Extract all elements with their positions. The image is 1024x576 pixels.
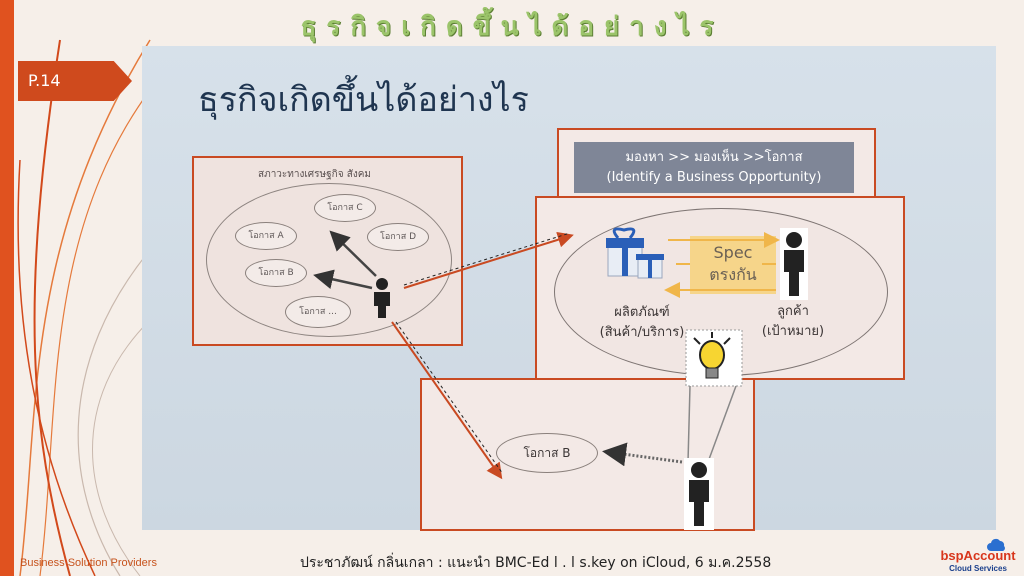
arrow-to-opportunity-panel	[391, 321, 503, 480]
gift-icon	[606, 227, 664, 279]
spec-match-label: ตรงกัน	[709, 265, 757, 284]
identify-line2: (Identify a Business Opportunity)	[606, 170, 822, 185]
header-title: ธุรกิจเกิดขึ้นได้อย่างไร	[300, 12, 724, 42]
economy-ellipse	[206, 183, 452, 337]
opportunity-b-found: โอกาส B	[496, 433, 598, 473]
arrow-to-product-panel	[403, 231, 574, 289]
cloud-icon	[987, 538, 1005, 551]
arrow-dash-overlay-2	[395, 321, 504, 475]
opportunity-c: โอกาส C	[314, 194, 376, 222]
customer-person-icon	[780, 228, 808, 300]
lightbulb-icon	[685, 329, 743, 387]
logo-sub: Cloud Services	[949, 564, 1007, 573]
logo-main: bspAccount	[940, 548, 1016, 563]
arrow-to-opportunity-b-found	[602, 442, 683, 467]
arrow-to-opportunity-b	[313, 269, 373, 290]
footer-credit: ประชาภัฒน์ กลิ่นเกลา : แนะนำ BMC-Ed l . …	[300, 555, 772, 571]
entrepreneur-person-icon	[684, 458, 714, 530]
economy-label: สภาวะทางเศรษฐกิจ สังคม	[258, 169, 371, 180]
opportunity-b: โอกาส B	[245, 259, 307, 287]
opportunity-more: โอกาส ...	[285, 296, 351, 328]
identify-line1: มองหา >> มองเห็น >>โอกาส	[625, 150, 803, 165]
product-label: ผลิตภัณฑ์ (สินค้า/บริการ)	[592, 303, 692, 343]
bulb-line-left	[687, 385, 691, 463]
slide-title: ธุรกิจเกิดขึ้นได้อย่างไร	[198, 80, 529, 120]
arrow-to-opportunity-c	[329, 230, 377, 277]
identify-opportunity-box: มองหา >> มองเห็น >>โอกาส (Identify a Bus…	[574, 142, 854, 193]
footer-company: Business Solution Providers	[20, 557, 157, 569]
opportunity-a: โอกาส A	[235, 222, 297, 250]
customer-line2: (เป้าหมาย)	[761, 324, 825, 339]
bulb-line-right	[707, 385, 737, 463]
customer-label: ลูกค้า (เป้าหมาย)	[748, 302, 838, 342]
decorative-curves	[0, 0, 151, 576]
spec-label: Spec	[713, 243, 753, 262]
person-icon	[374, 278, 390, 318]
product-line1: ผลิตภัณฑ์	[614, 305, 670, 320]
page-number-tag: P.14	[18, 61, 132, 101]
customer-line1: ลูกค้า	[777, 304, 809, 319]
product-line2: (สินค้า/บริการ)	[599, 325, 685, 340]
arrow-dash-overlay	[403, 232, 571, 286]
opportunity-d: โอกาส D	[367, 223, 429, 251]
spec-match-box: Spec ตรงกัน	[690, 236, 776, 294]
bsp-logo: bspAccount Cloud Services	[934, 540, 1022, 574]
